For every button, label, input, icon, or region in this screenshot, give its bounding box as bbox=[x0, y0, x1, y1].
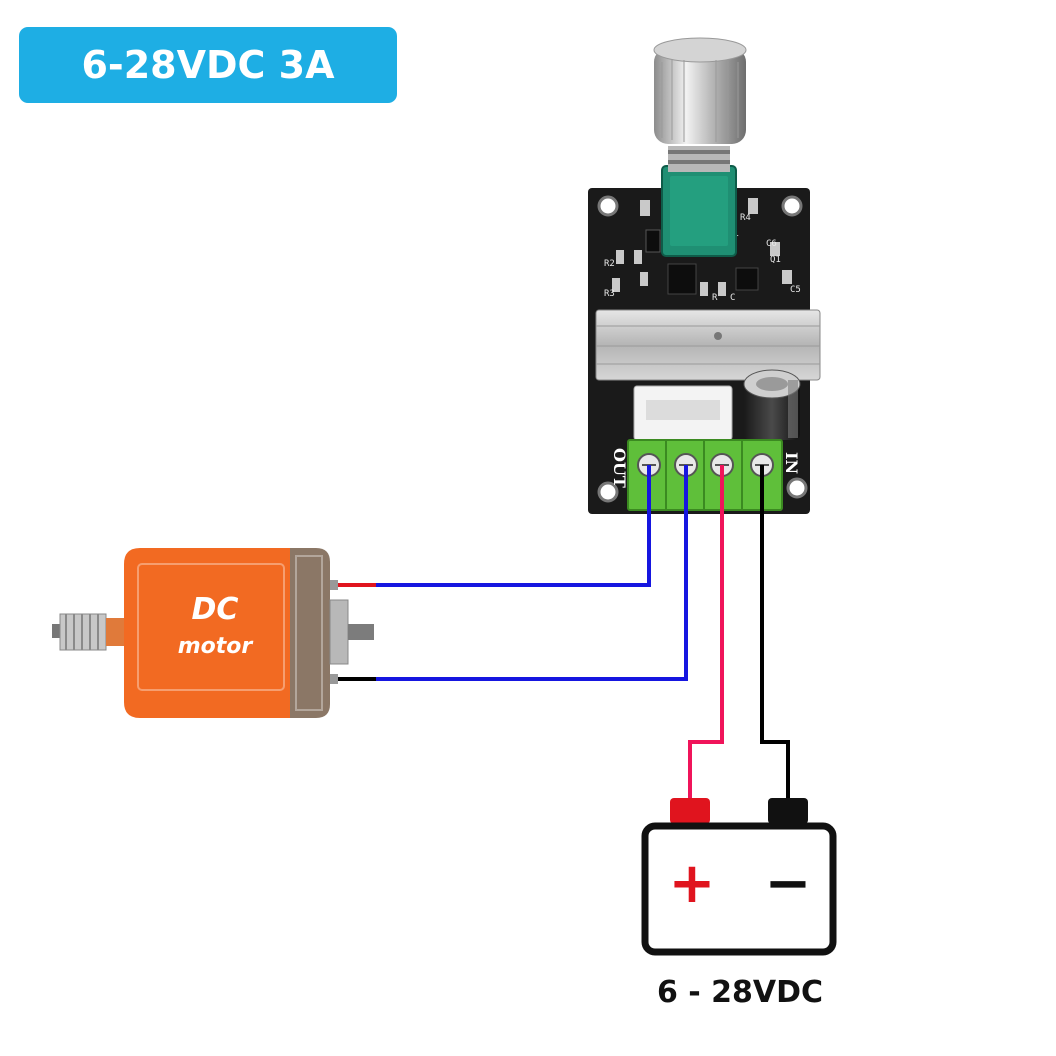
mounting-hole bbox=[597, 481, 619, 503]
pwm-controller-board: C6 R4 D1 R2 R3 C5 Q1 R C bbox=[588, 37, 821, 514]
heatsink-icon bbox=[595, 309, 821, 381]
silk-label: Q1 bbox=[770, 255, 781, 265]
battery-body bbox=[641, 822, 837, 956]
motor-end-cap bbox=[290, 548, 330, 718]
board-out-label: OUT bbox=[610, 448, 629, 488]
motor-gear-icon bbox=[52, 613, 126, 651]
motor-label-dc: DC bbox=[191, 592, 239, 627]
mounting-hole bbox=[786, 477, 808, 499]
motor-bearing bbox=[329, 599, 349, 665]
dc-motor bbox=[52, 548, 374, 718]
battery-plus-symbol: + bbox=[668, 851, 716, 916]
silk-label: R3 bbox=[604, 289, 615, 299]
potentiometer-shaft bbox=[668, 146, 730, 172]
motor-label-motor: motor bbox=[177, 634, 253, 659]
wire-in-positive bbox=[688, 465, 724, 800]
battery-terminal-positive bbox=[670, 798, 710, 824]
wire-in-negative bbox=[760, 465, 790, 800]
silk-label: R bbox=[712, 293, 718, 303]
potentiometer-knob-icon bbox=[653, 37, 747, 144]
diode bbox=[645, 229, 661, 253]
silk-label: C bbox=[730, 293, 735, 303]
voltage-current-badge: 6-28VDC 3A bbox=[19, 27, 397, 103]
ic-chip bbox=[667, 263, 697, 295]
battery-terminal-negative bbox=[768, 798, 808, 824]
battery-minus-symbol: − bbox=[764, 851, 812, 916]
battery-icon bbox=[641, 798, 837, 956]
silk-label: R4 bbox=[740, 213, 751, 223]
wire-out-positive bbox=[376, 465, 651, 587]
motor-body bbox=[124, 548, 290, 718]
mounting-hole bbox=[781, 195, 803, 217]
screw-terminal-icon bbox=[627, 439, 783, 511]
mounting-hole bbox=[597, 195, 619, 217]
board-in-label: IN bbox=[782, 452, 801, 474]
wire-out-negative bbox=[376, 465, 688, 681]
silk-label: C6 bbox=[766, 239, 777, 249]
smd-components bbox=[612, 198, 792, 296]
motor-shaft bbox=[348, 624, 374, 640]
supply-voltage-label: 6 - 28VDC bbox=[656, 975, 824, 1010]
silk-label: C5 bbox=[790, 285, 801, 295]
capacitor-icon bbox=[743, 369, 801, 440]
silk-label: R2 bbox=[604, 259, 615, 269]
transistor bbox=[735, 267, 759, 291]
wires bbox=[334, 465, 790, 800]
